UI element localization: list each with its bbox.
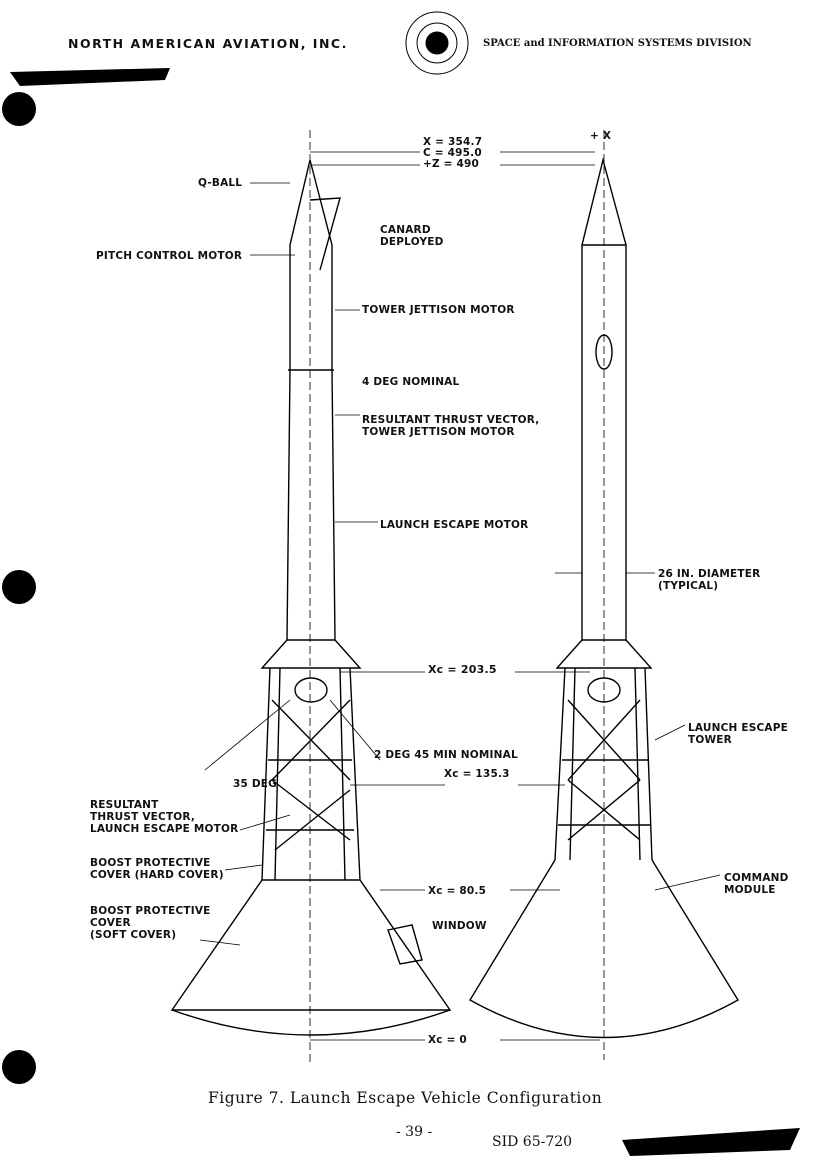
- label-35-deg: 35 DEG: [233, 778, 277, 790]
- label-tower-jettison-motor: TOWER JETTISON MOTOR: [362, 304, 515, 316]
- redaction-mark: [622, 1128, 800, 1156]
- figure-caption: Figure 7. Launch Escape Vehicle Configur…: [208, 1089, 603, 1107]
- label-xc-135: Xc = 135.3: [444, 768, 510, 780]
- label-pitch-control-motor: PITCH CONTROL MOTOR: [96, 250, 243, 262]
- redaction-mark: [10, 68, 170, 86]
- label-4-deg: 4 DEG NOMINAL: [362, 376, 460, 388]
- label-diameter: 26 IN. DIAMETER(TYPICAL): [658, 568, 761, 592]
- label-xc-80: Xc = 80.5: [428, 885, 487, 897]
- label-resultant-tj: RESULTANT THRUST VECTOR,TOWER JETTISON M…: [362, 414, 540, 438]
- punch-hole: [2, 570, 36, 604]
- punch-hole: [2, 1050, 36, 1084]
- label-xc-203: Xc = 203.5: [428, 663, 497, 676]
- division-name: SPACE and INFORMATION SYSTEMS DIVISION: [483, 38, 752, 49]
- label-2-deg: 2 DEG 45 MIN NOMINAL: [374, 749, 518, 761]
- right-vehicle: [469, 130, 739, 1060]
- label-xc-0: Xc = 0: [428, 1034, 467, 1046]
- label-q-ball: Q-BALL: [198, 177, 243, 189]
- company-name: NORTH AMERICAN AVIATION, INC.: [68, 36, 348, 51]
- reference-lines: [199, 151, 721, 1041]
- page-number: - 39 -: [396, 1124, 433, 1140]
- label-axis: + X: [590, 130, 612, 142]
- label-launch-escape-motor: LAUNCH ESCAPE MOTOR: [380, 519, 529, 531]
- document-id: SID 65-720: [492, 1134, 573, 1150]
- left-vehicle: [170, 130, 452, 1065]
- label-window: WINDOW: [432, 920, 487, 932]
- punch-hole: [2, 92, 36, 126]
- company-logo: [405, 11, 469, 75]
